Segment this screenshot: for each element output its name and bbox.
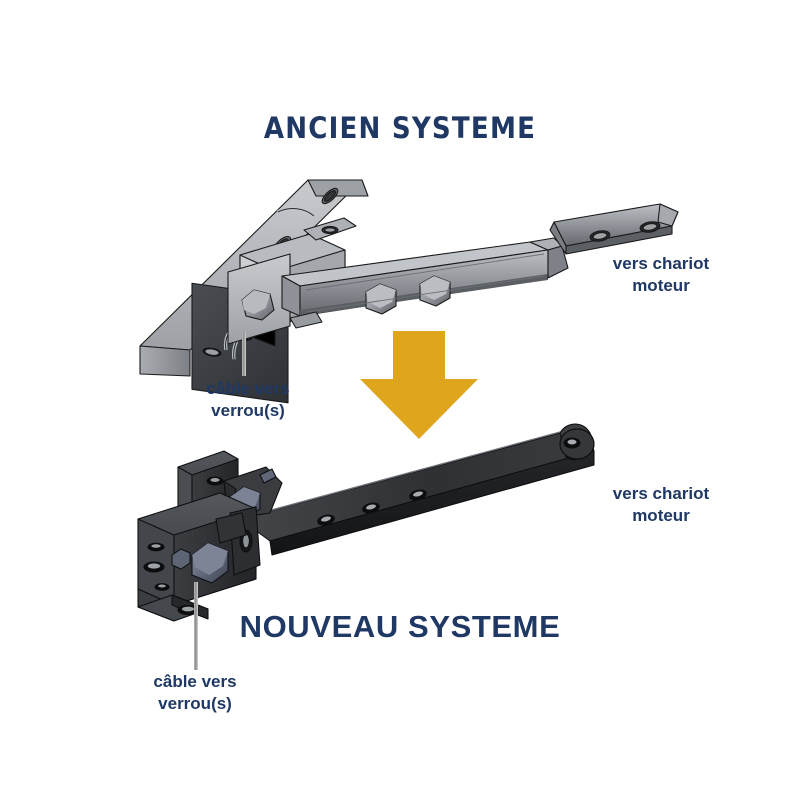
page-title-new-system: NOUVEAU SYSTEME [239, 609, 561, 644]
label-vers-chariot-moteur-bottom: vers chariot moteur [566, 483, 756, 527]
cable-leader-line-top [242, 332, 246, 376]
label-line-2: moteur [632, 506, 690, 525]
label-line-1: vers chariot [612, 484, 710, 503]
label-line-1: câble vers [206, 379, 290, 398]
label-vers-chariot-moteur-top: vers chariot moteur [566, 253, 756, 297]
label-cable-vers-verrous-top: câble vers verrou(s) [153, 378, 343, 422]
down-arrow-icon [360, 331, 478, 439]
label-line-1: vers chariot [612, 254, 710, 273]
label-cable-vers-verrous-bottom: câble vers verrou(s) [100, 671, 290, 715]
page-title-old-system: ANCIEN SYSTEME [263, 111, 537, 145]
label-line-1: câble vers [153, 672, 237, 691]
new-lock-bar-assembly-illustration [120, 415, 700, 640]
label-line-2: verrou(s) [211, 401, 285, 420]
cable-leader-line-bottom [194, 582, 198, 670]
label-line-2: verrou(s) [158, 694, 232, 713]
label-line-2: moteur [632, 276, 690, 295]
old-lock-bar-assembly-illustration [130, 150, 700, 404]
